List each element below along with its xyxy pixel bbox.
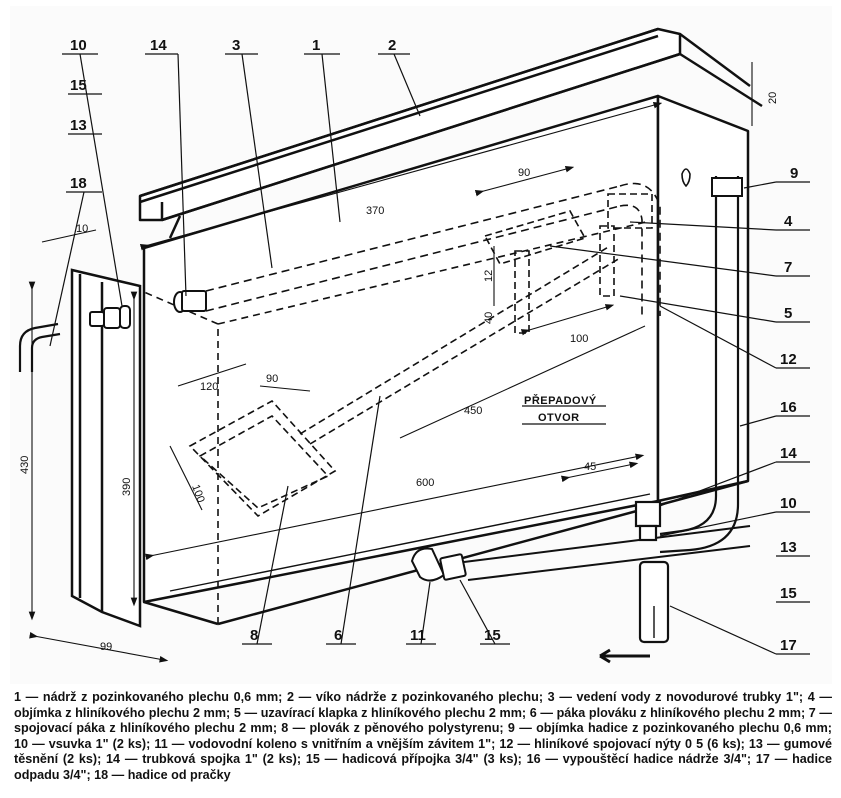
- callout-10-right: 10: [780, 495, 797, 512]
- overflow-label-line2: OTVOR: [538, 412, 580, 424]
- dim-12: 12: [483, 270, 495, 282]
- parts-legend: 1 — nádrž z pozinkovaného plechu 0,6 mm;…: [14, 690, 832, 782]
- callout-10-top: 10: [70, 37, 87, 54]
- dim-90-float: 90: [266, 373, 278, 385]
- dimension-lines: [28, 62, 753, 663]
- dim-100-mid: 100: [570, 333, 588, 345]
- callout-15-left: 15: [70, 77, 87, 94]
- callout-15-right: 15: [780, 585, 797, 602]
- callout-6: 6: [334, 627, 342, 644]
- technical-drawing: 10 14 3 1 2 15 13 18 9 4 7 5 12 16 14 10…: [10, 6, 832, 684]
- dim-430: 430: [19, 456, 31, 474]
- callout-11: 11: [410, 627, 426, 644]
- callout-3: 3: [232, 37, 240, 54]
- dim-390: 390: [121, 478, 133, 496]
- drain-hose: [634, 176, 743, 554]
- callout-16: 16: [780, 399, 797, 416]
- callout-14-top: 14: [150, 37, 167, 54]
- dim-370: 370: [366, 205, 384, 217]
- callout-5: 5: [784, 305, 792, 322]
- callout-15-bottom: 15: [484, 627, 501, 644]
- callout-2: 2: [388, 37, 396, 54]
- inlet-fittings: [89, 290, 207, 329]
- callout-7: 7: [784, 259, 792, 276]
- dim-20: 20: [767, 92, 779, 104]
- dim-40: 40: [483, 312, 495, 324]
- dim-99: 99: [100, 641, 112, 653]
- callout-8: 8: [250, 627, 258, 644]
- callout-9: 9: [790, 165, 798, 182]
- dim-120: 120: [200, 381, 218, 393]
- dim-10: 10: [76, 223, 88, 235]
- outlet-hose: [638, 560, 670, 644]
- left-bracket: [70, 268, 142, 628]
- callout-13-left: 13: [70, 117, 87, 134]
- washer-hose: [18, 322, 61, 372]
- drain-arrow-icon: [599, 648, 650, 664]
- dim-45: 45: [584, 461, 596, 473]
- callout-18: 18: [70, 175, 87, 192]
- dim-450: 450: [464, 405, 482, 417]
- dim-100-float: 100: [189, 483, 207, 504]
- dimension-labels: 20 90 370 12 40 100 450 120 90 100 600 4…: [19, 92, 779, 653]
- drawing-canvas: 10 14 3 1 2 15 13 18 9 4 7 5 12 16 14 10…: [18, 27, 810, 664]
- callout-1: 1: [312, 37, 320, 54]
- leader-lines: [49, 53, 810, 655]
- dim-600: 600: [416, 477, 434, 489]
- callout-labels: 10 14 3 1 2 15 13 18 9 4 7 5 12 16 14 10…: [70, 37, 798, 654]
- callout-17: 17: [780, 637, 797, 654]
- callout-13-right: 13: [780, 539, 797, 556]
- dim-90-top: 90: [518, 167, 530, 179]
- overflow-label-line1: PŘEPADOVÝ: [524, 394, 597, 407]
- callout-14-right: 14: [780, 445, 797, 462]
- callout-4: 4: [784, 213, 793, 230]
- callout-12: 12: [780, 351, 797, 368]
